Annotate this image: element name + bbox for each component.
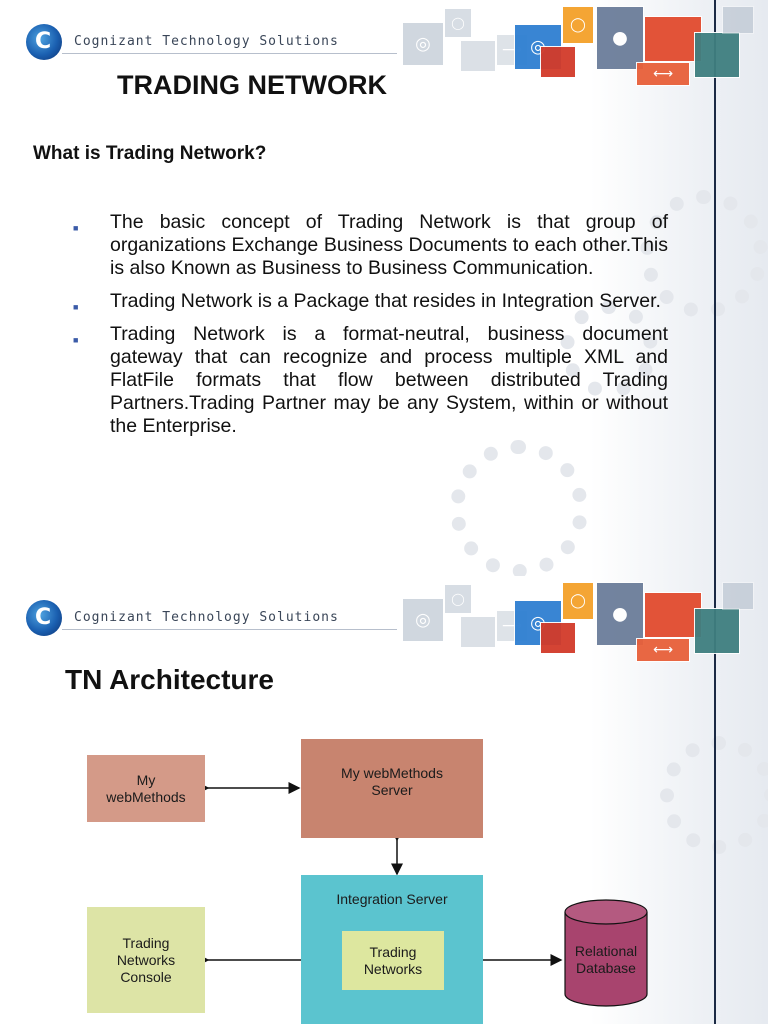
bullet-icon: ■ <box>73 223 79 233</box>
person-tile-icon: ● <box>596 6 644 70</box>
window-tile-icon <box>460 40 496 72</box>
bullet-icon: ■ <box>73 335 79 345</box>
bullet-item: ■The basic concept of Trading Network is… <box>73 211 668 279</box>
bullet-list: ■The basic concept of Trading Network is… <box>70 211 668 448</box>
globe-tile-icon: ◎ <box>402 22 444 66</box>
bulb-tile-icon: ◯ <box>562 6 594 44</box>
window-tile-icon <box>460 616 496 648</box>
section-question: What is Trading Network? <box>33 143 267 164</box>
cognizant-logo-icon: C <box>26 600 62 636</box>
globe-tile-icon: ◎ <box>402 598 444 642</box>
folder-tile-icon <box>694 608 740 654</box>
gear-tile-icon <box>722 582 754 610</box>
vertical-divider-line <box>714 576 716 1024</box>
slide-title: TRADING NETWORK <box>117 70 387 100</box>
bullet-item: ■Trading Network is a format-neutral, bu… <box>73 323 668 437</box>
header-rule <box>62 53 397 54</box>
gear-decoration-icon <box>450 440 588 576</box>
trading-networks-box: Trading Networks <box>342 931 444 990</box>
folder-tile-icon <box>694 32 740 78</box>
architecture-diagram: My webMethods My webMethods Server Integ… <box>0 576 768 1024</box>
relational-database-label: Relational Database <box>574 943 638 976</box>
my-webmethods-box: My webMethods <box>87 755 205 822</box>
bulb-tile-icon: ◯ <box>444 584 472 614</box>
bullet-icon: ■ <box>73 302 79 312</box>
bullet-item: ■Trading Network is a Package that resid… <box>70 290 668 313</box>
vertical-divider-line <box>714 0 716 576</box>
arrow-tile-icon: ⟷ <box>636 638 690 662</box>
header-rule <box>62 629 397 630</box>
company-name: Cognizant Technology Solutions <box>74 34 339 49</box>
person-tile-icon: ● <box>596 582 644 646</box>
monitor-tile-icon <box>540 622 576 654</box>
slide-header: C Cognizant Technology Solutions ◎ ◯ ⟶ ◎… <box>0 0 768 86</box>
integration-server-box: Integration Server <box>301 875 483 1024</box>
header-image-tiles: ◎ ◯ ⟶ ◎ ◯ ● ⟷ <box>400 582 768 668</box>
chart-tile-icon <box>644 592 702 638</box>
company-name: Cognizant Technology Solutions <box>74 610 339 625</box>
header-image-tiles: ◎ ◯ ⟶ ◎ ◯ ● ⟷ <box>400 6 768 92</box>
database-cylinder-icon <box>564 899 648 1007</box>
slide-trading-network: C Cognizant Technology Solutions ◎ ◯ ⟶ ◎… <box>0 0 768 576</box>
cognizant-logo-icon: C <box>26 24 62 60</box>
bulb-tile-icon: ◯ <box>444 8 472 38</box>
slide-tn-architecture: C Cognizant Technology Solutions ◎ ◯ ⟶ ◎… <box>0 576 768 1024</box>
monitor-tile-icon <box>540 46 576 78</box>
chart-tile-icon <box>644 16 702 62</box>
my-webmethods-server-box: My webMethods Server <box>301 739 483 838</box>
gear-tile-icon <box>722 6 754 34</box>
arrow-tile-icon: ⟷ <box>636 62 690 86</box>
diagram-connectors <box>197 782 648 1007</box>
trading-networks-console-box: Trading Networks Console <box>87 907 205 1013</box>
slide-title: TN Architecture <box>65 664 275 695</box>
slide-header: C Cognizant Technology Solutions ◎ ◯ ⟶ ◎… <box>0 576 768 662</box>
bulb-tile-icon: ◯ <box>562 582 594 620</box>
